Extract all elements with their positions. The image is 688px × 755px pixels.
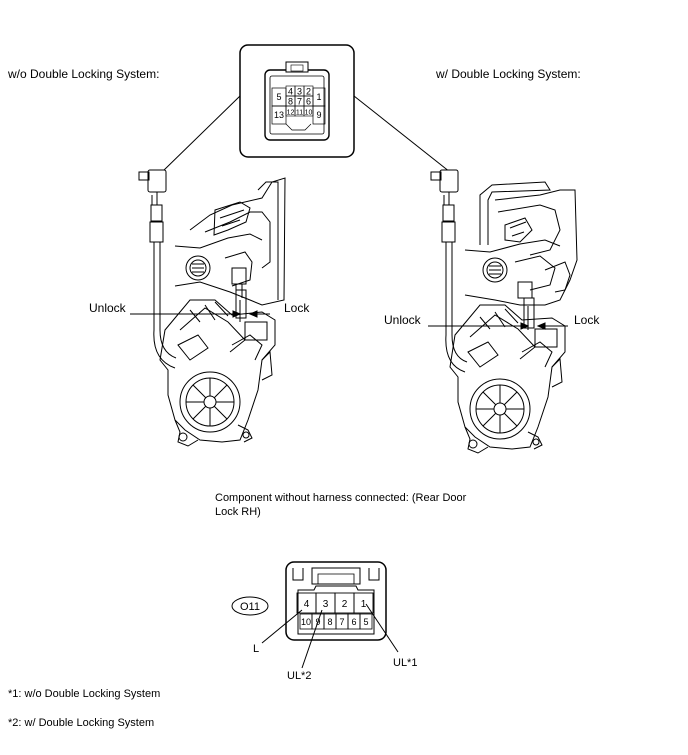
top-pin-4: 4 [288, 87, 293, 97]
o11-pin-4: 4 [304, 599, 310, 610]
callout-ul2: UL*2 [287, 670, 312, 682]
left-title: w/o Double Locking System: [8, 67, 160, 81]
right-title: w/ Double Locking System: [436, 67, 581, 81]
top-pin-1: 1 [316, 92, 321, 102]
left-unlock-label: Unlock [89, 301, 126, 315]
right-door-lock-assembly [430, 169, 578, 454]
o11-pin-5: 5 [363, 617, 368, 627]
component-caption: Component without harness connected: (Re… [215, 492, 467, 518]
top-pin-6: 6 [306, 97, 311, 107]
top-pin-12: 12 [287, 110, 295, 117]
footnote-1: *1: w/o Double Locking System [8, 688, 161, 700]
top-pin-2: 2 [306, 87, 311, 97]
top-pin-8: 8 [288, 97, 293, 107]
callout-ul1: UL*1 [393, 657, 418, 669]
o11-pin-8: 8 [327, 617, 332, 627]
bottom-connector-o11 [231, 561, 399, 669]
o11-pin-1: 1 [361, 599, 367, 610]
top-pin-10: 10 [305, 110, 313, 117]
left-lock-label: Lock [284, 301, 310, 315]
o11-pin-2: 2 [342, 599, 348, 610]
top-connector-inset: 4 3 2 5 8 7 6 1 13 12 11 10 9 [161, 44, 451, 173]
top-pin-13: 13 [274, 110, 284, 120]
right-lock-label: Lock [574, 313, 600, 327]
o11-pin-6: 6 [351, 617, 356, 627]
left-door-lock-assembly [138, 169, 286, 447]
callout-l: L [253, 643, 260, 655]
right-unlock-label: Unlock [384, 313, 421, 327]
o11-pin-9: 9 [315, 617, 320, 627]
connector-id: O11 [240, 601, 260, 613]
top-pin-11: 11 [296, 110, 303, 117]
o11-pin-10: 10 [301, 617, 311, 627]
o11-pin-3: 3 [323, 599, 329, 610]
o11-pin-7: 7 [339, 617, 344, 627]
left-unlock-lock-arrows [130, 310, 270, 318]
right-unlock-lock-arrows [428, 322, 568, 330]
top-pin-9: 9 [316, 110, 321, 120]
top-pin-3: 3 [297, 87, 302, 97]
footnote-2: *2: w/ Double Locking System [8, 717, 155, 729]
top-pin-5: 5 [276, 92, 281, 102]
top-pin-7: 7 [297, 97, 302, 107]
